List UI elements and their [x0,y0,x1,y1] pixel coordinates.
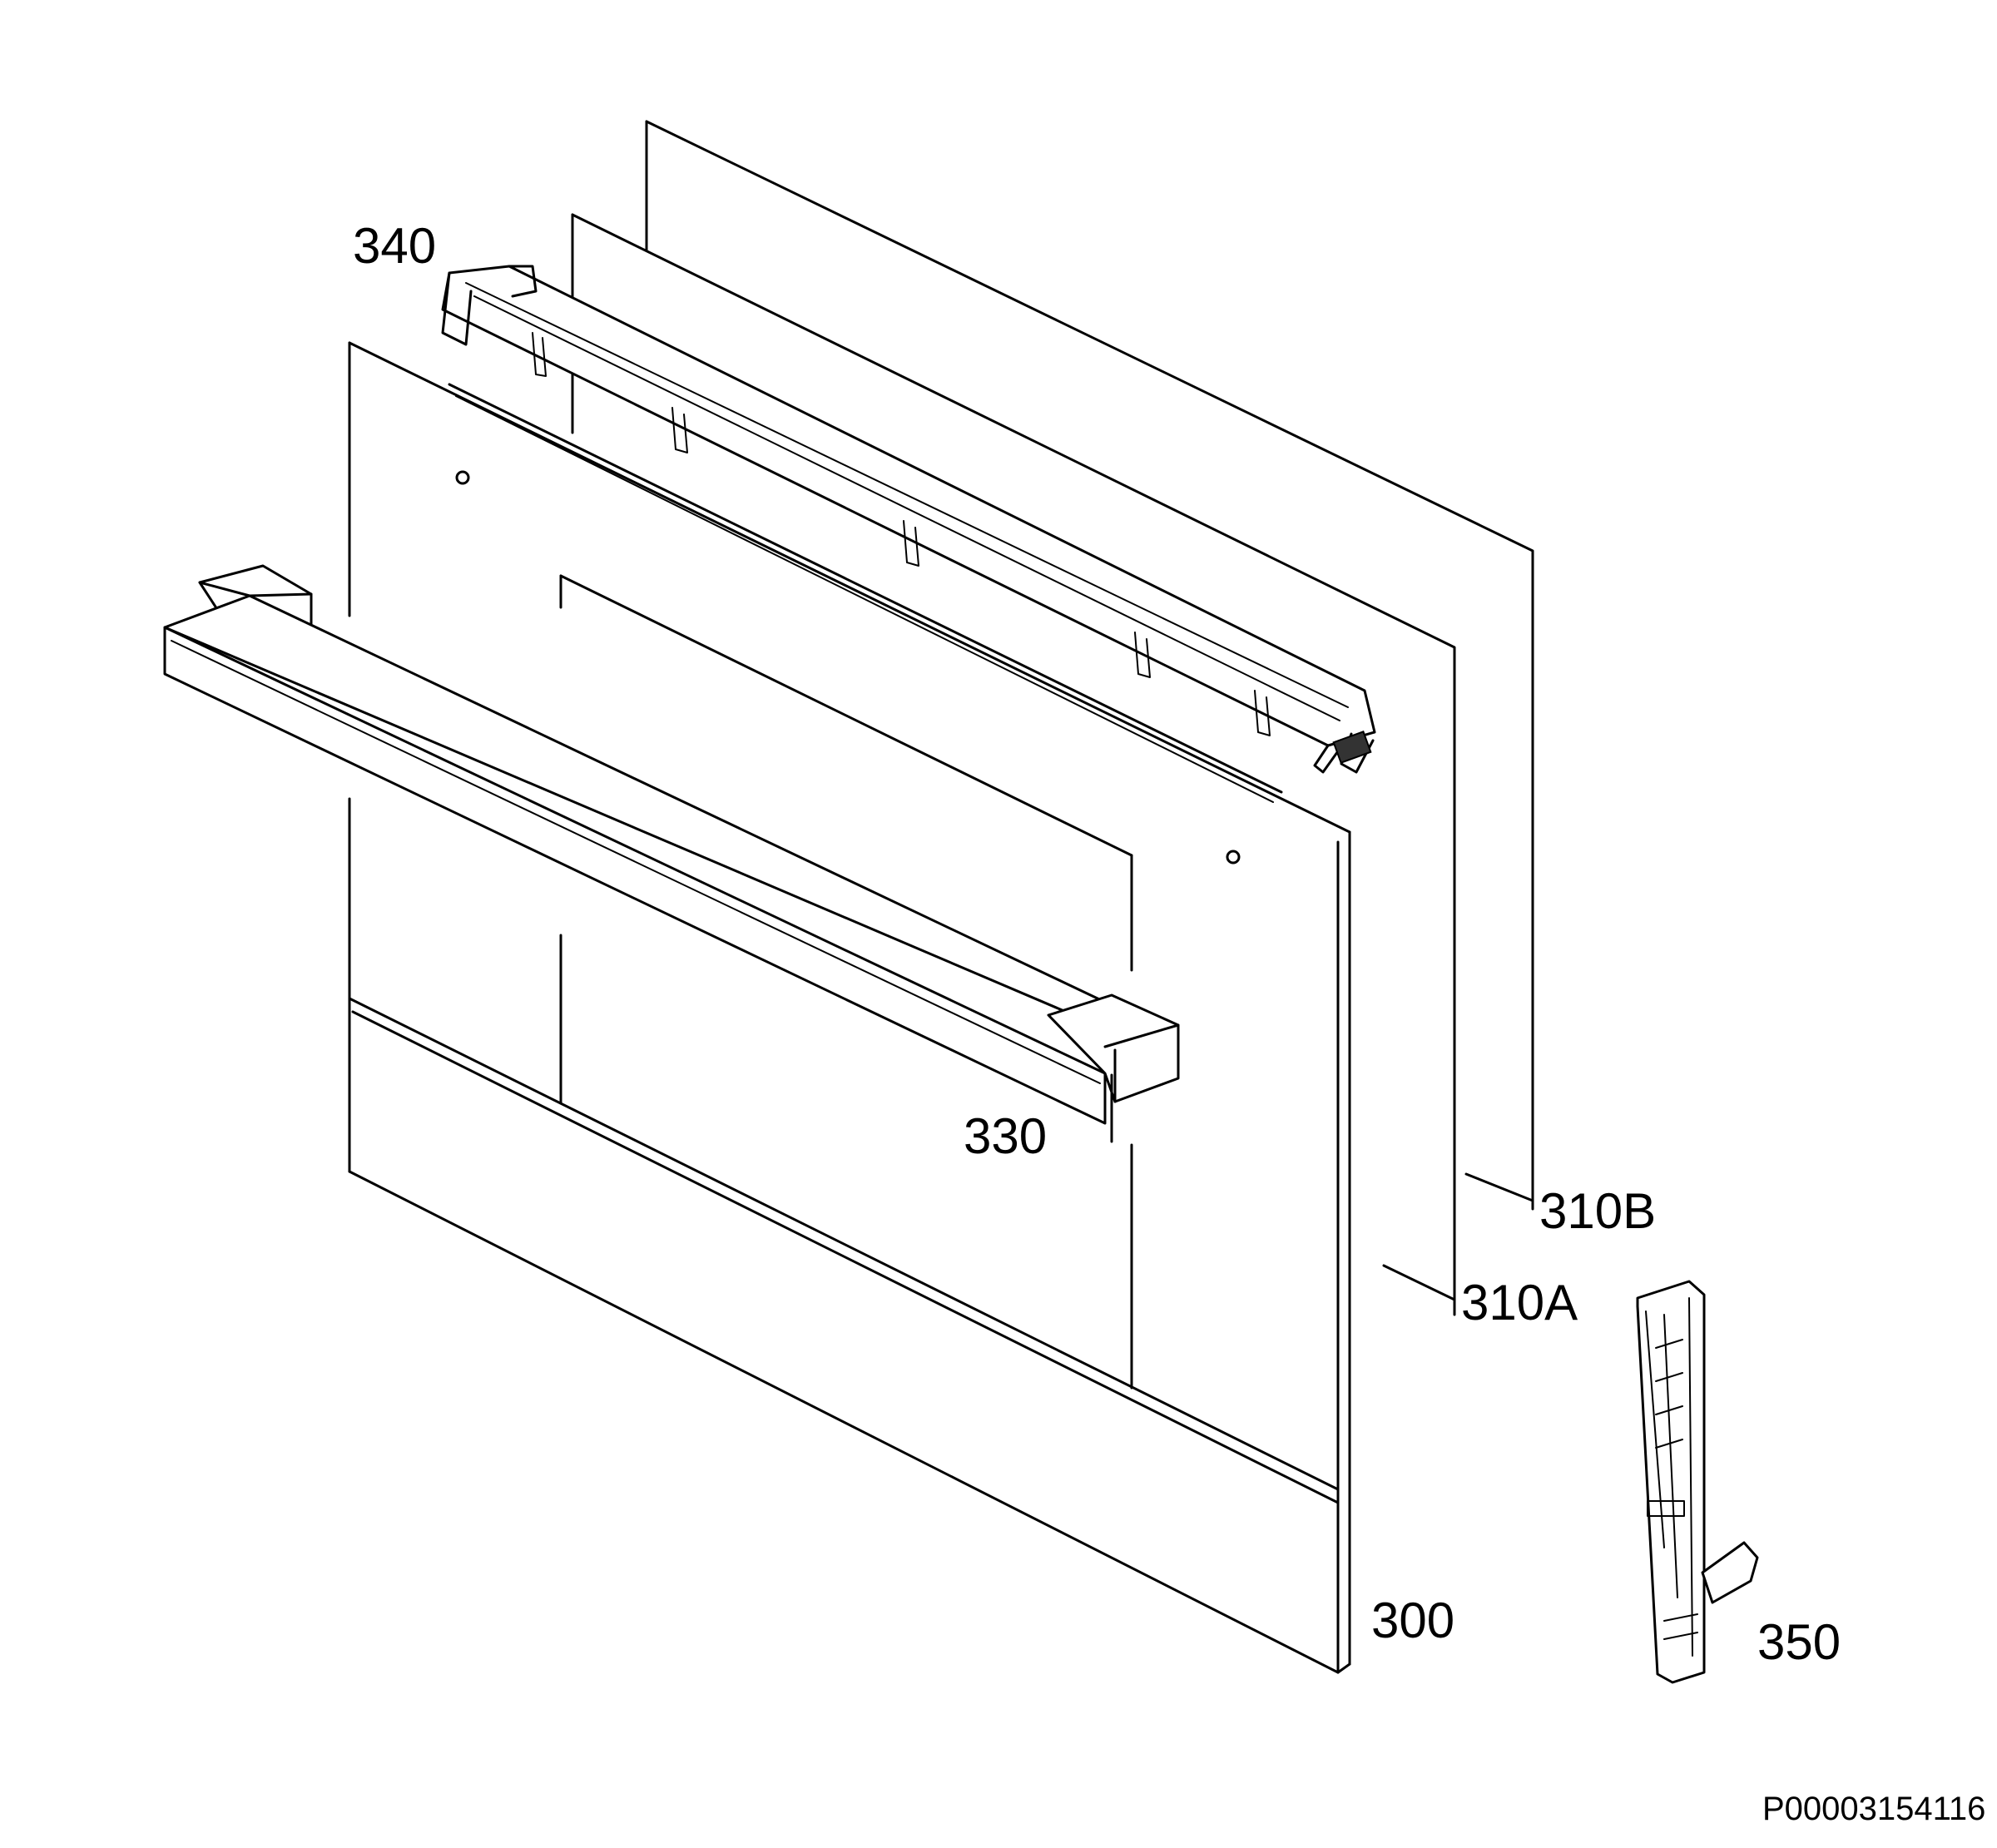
callout-330: 330 [964,1108,1048,1164]
callout-300: 300 [1371,1593,1455,1648]
callout-310A: 310A [1461,1275,1578,1330]
drawing-code: P00003154116 [1762,1791,1986,1827]
callout-340: 340 [353,218,437,274]
leader-lines [1110,1073,1534,1316]
top-profile-340 [441,265,1376,774]
hinge-350 [1636,1280,1759,1684]
callout-350: 350 [1757,1614,1841,1670]
rear-glass-panel-310B [645,120,1534,1202]
door-handle-330 [163,564,1180,1125]
outer-door-panel-300 [348,341,1351,1674]
callout-310B: 310B [1539,1183,1657,1239]
